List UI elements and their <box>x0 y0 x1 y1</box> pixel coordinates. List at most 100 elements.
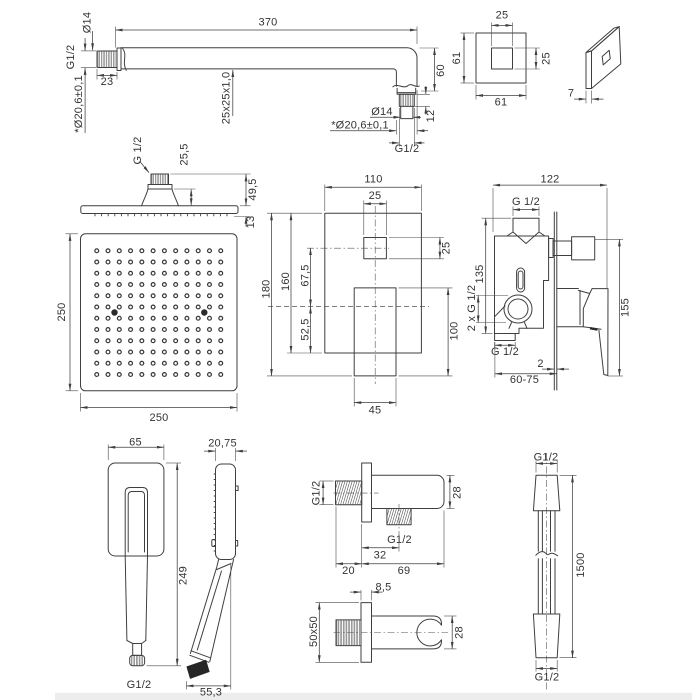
dim-label-mixer-trim-h: 155 <box>620 298 632 317</box>
hs-side-nozzle-ticks <box>213 473 216 552</box>
hose-break-mark <box>535 551 559 557</box>
escutcheon-front-hole <box>491 47 513 70</box>
head-plate-side <box>80 205 239 215</box>
dim-label-mixer-side-w: 122 <box>541 174 560 186</box>
esc-side-hole <box>601 49 611 66</box>
mixer-port-circle <box>503 294 533 324</box>
dim-label-mixer-inlet: G 1/2 <box>512 196 540 208</box>
mixer-handle-neck <box>577 288 593 327</box>
mixer-pipe-flare <box>506 231 546 244</box>
hs-head-side <box>215 463 236 560</box>
hose-tube-upper <box>537 510 556 552</box>
hs-nut-hatch <box>131 655 143 666</box>
dim-label-hose-thread-bottom: G1/2 <box>535 672 560 684</box>
dim-label-mixer-plate-h: 160 <box>280 272 292 291</box>
hs-grip-inner <box>127 491 145 553</box>
hs-nut <box>129 654 146 667</box>
dim-label-elbow-inlet: G1/2 <box>311 481 323 506</box>
arm-tube-bottom <box>120 68 397 87</box>
arm-tube-top <box>120 47 418 87</box>
dim-label-arm-pipe-dia-right: Ø14 <box>371 106 392 118</box>
dim-label-hs-offset: 55,3 <box>200 686 222 698</box>
hs-side-hook-top <box>235 485 239 491</box>
head-plate-nozzle-ticks <box>94 213 228 217</box>
dim-label-head-neck: 25,5 <box>179 143 191 165</box>
head-bell-right <box>171 188 179 207</box>
dim-label-head-thread: G 1/2 <box>132 137 144 165</box>
dim-label-esc-width: 61 <box>495 97 508 109</box>
mixer-bottom-stub <box>494 333 516 341</box>
view-mixer-side: 122 G 1/2 135 2 x G 1/2 G 1/2 2 60-75 15… <box>466 174 632 391</box>
arm-flange-right <box>392 84 420 88</box>
dim-label-hs-head-d: 20,75 <box>208 438 237 450</box>
dim-label-elbow-body-len: 69 <box>398 565 411 577</box>
dim-label-elbow-plate-size: 50x50 <box>308 616 320 647</box>
dim-label-elbow-wall-len: 20 <box>342 565 355 577</box>
hs-side-handle-seam <box>216 563 232 570</box>
mixer-stem <box>552 240 573 256</box>
dim-label-head-width: 250 <box>150 412 169 424</box>
dim-label-arm-thread-len-left: 23 <box>101 76 114 88</box>
arm-thread-left-hatch <box>97 51 117 68</box>
dim-label-arm-stub: 12 <box>425 110 437 123</box>
dim-label-elbow-plate-t: 8,5 <box>376 582 392 594</box>
view-shower-arm: 370 Ø14 G1/2 *Ø20,6±0,1 23 25x25x1,0 60 … <box>65 12 447 155</box>
mixer-handle-base <box>556 288 584 328</box>
head-collar <box>147 184 173 190</box>
head-anchor-dot-left <box>111 309 118 316</box>
hs-side-bands <box>189 650 211 663</box>
head-thread-hatch <box>151 174 168 185</box>
dim-label-mixer-plate-w: 110 <box>364 174 382 186</box>
arm-collar-left <box>116 47 122 71</box>
dim-label-esc-thickness: 7 <box>568 88 574 100</box>
dim-label-arm-length: 370 <box>259 17 278 29</box>
view-shower-head: G 1/2 25,5 49,5 13 250 250 <box>56 137 259 424</box>
hs-side-cap <box>186 659 210 679</box>
dim-label-arm-profile: 25x25x1,0 <box>221 72 233 125</box>
dim-label-elbow-body-d: 28 <box>452 486 464 499</box>
dim-label-mixer-lever-w: 45 <box>369 405 382 417</box>
hose-ferrule-bottom <box>532 613 561 659</box>
dim-label-hs-length: 249 <box>178 566 190 585</box>
hs-side-handle-edges <box>189 559 235 662</box>
hose-tube-lower <box>537 558 556 615</box>
mixer-body-chamfer <box>494 305 506 318</box>
view-hose: G1/2 1500 G1/2 <box>532 452 587 690</box>
elbow-plate <box>361 462 373 523</box>
hs-shoulder <box>126 640 147 644</box>
view-wall-elbow: G1/2 28 G1/2 32 20 69 8,5 50x50 28 <box>308 462 466 663</box>
mixer-stem-flange <box>548 238 554 258</box>
mixer-port-flare <box>508 322 528 329</box>
arm-thread-right-hatch <box>400 94 415 107</box>
view-escutcheon: 25 61 25 61 7 <box>451 10 622 109</box>
mixer-body-slot-inner <box>517 270 524 290</box>
dim-label-arm-core-dia-left: *Ø20,6±0,1 <box>73 75 85 133</box>
dim-label-head-height: 250 <box>56 303 68 322</box>
escutcheon-front <box>475 32 527 84</box>
head-bell-left <box>141 188 149 207</box>
mixer-body-slot <box>516 267 526 293</box>
dim-label-mixer-body-h: 135 <box>474 265 486 284</box>
mixer-handle-screw <box>589 327 598 331</box>
dim-label-elbow-outlet-off: 32 <box>374 550 387 562</box>
elbow-body <box>371 474 445 509</box>
hs-nipple <box>132 643 143 656</box>
esc-side-front-face <box>585 50 592 89</box>
head-nozzle-grid <box>94 248 224 378</box>
dim-label-mixer-knob-h: 25 <box>441 242 453 255</box>
arm-flange-left <box>121 47 127 71</box>
head-anchor-dot-right <box>201 309 208 316</box>
head-plate-front <box>80 233 238 392</box>
dim-label-esc-height: 61 <box>451 52 463 65</box>
dim-label-mixer-lever-off: 52,5 <box>300 318 312 340</box>
view-mixer-front: 110 25 25 100 45 180 160 67,5 52,5 <box>261 174 461 417</box>
dim-label-mixer-knob-w: 25 <box>369 190 382 202</box>
dim-label-mixer-total-h: 180 <box>261 280 273 299</box>
dim-label-head-total-h: 49,5 <box>247 178 259 200</box>
dim-label-arm-pipe-dia-left: Ø14 <box>82 12 94 33</box>
dim-label-arm-thread-left: G1/2 <box>65 45 77 70</box>
dim-label-hose-thread-top: G1/2 <box>534 452 559 464</box>
dim-label-head-plate-t: 13 <box>245 216 257 229</box>
dim-label-mixer-knob-off: 67,5 <box>300 264 312 286</box>
